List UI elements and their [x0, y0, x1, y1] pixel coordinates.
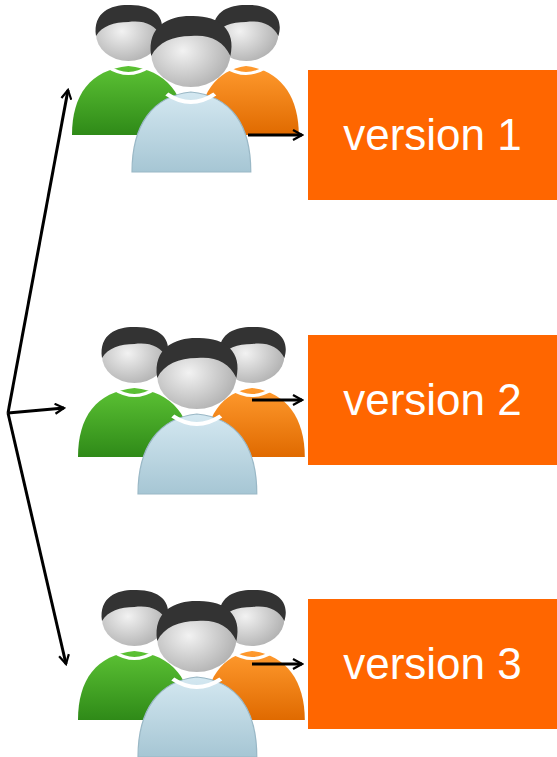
group-arrow	[252, 399, 302, 402]
version-box: version 2	[308, 335, 557, 465]
box-label: version 2	[343, 376, 522, 424]
split-arrows	[8, 90, 302, 664]
people-group-icon	[78, 327, 305, 494]
version-box: version 3	[308, 599, 557, 729]
people-group-icon	[72, 5, 299, 172]
split-arrow	[8, 90, 68, 413]
box-label: version 1	[343, 111, 522, 159]
people-group-icon	[78, 590, 305, 757]
box-label: version 3	[343, 640, 522, 688]
group-arrow	[248, 134, 302, 137]
split-arrow	[8, 408, 64, 413]
group-arrow	[252, 663, 302, 666]
split-arrow	[8, 413, 66, 664]
version-box: version 1	[308, 70, 557, 200]
